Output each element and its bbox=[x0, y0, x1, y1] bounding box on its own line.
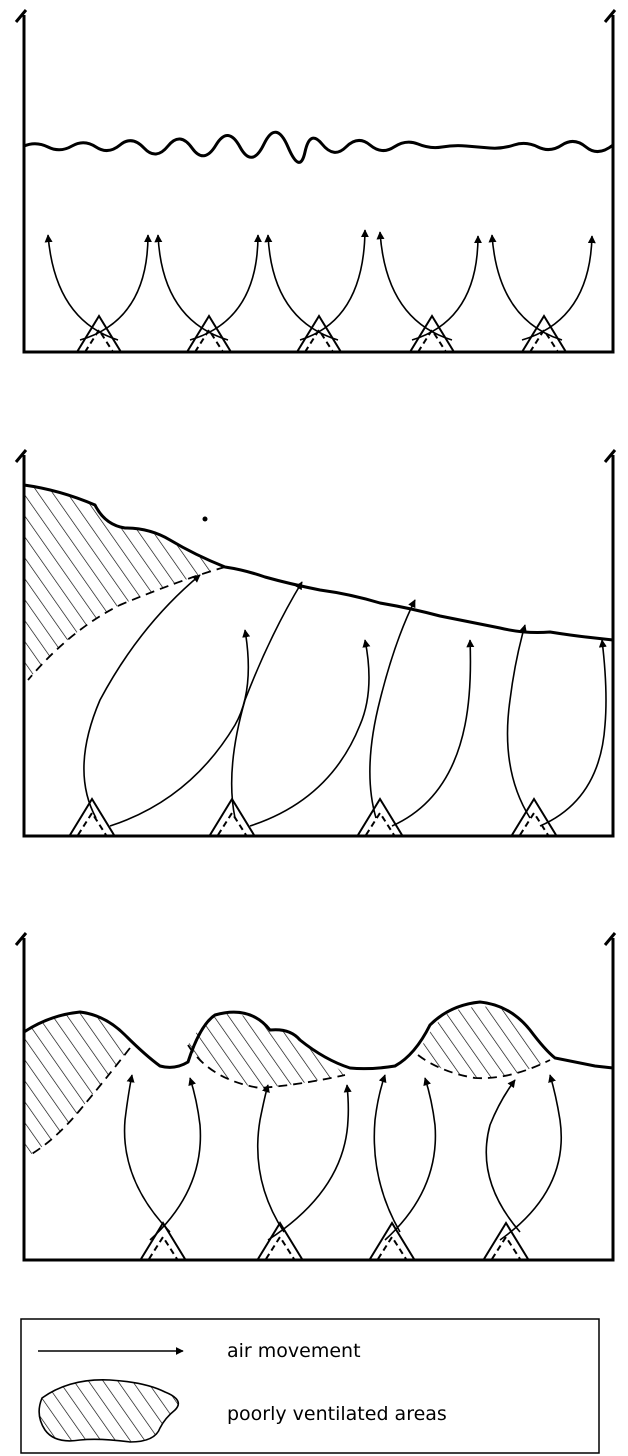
air-arrow bbox=[508, 625, 531, 818]
debris-dot bbox=[203, 517, 208, 522]
air-arrow bbox=[392, 640, 470, 826]
air-arrow bbox=[48, 235, 118, 340]
air-arrow bbox=[500, 1075, 561, 1240]
air-arrow bbox=[540, 640, 606, 826]
air-arrow bbox=[250, 640, 369, 826]
air-ducts bbox=[70, 799, 556, 835]
air-arrow bbox=[258, 1085, 284, 1232]
air-duct bbox=[370, 1223, 414, 1259]
air-duct bbox=[512, 799, 556, 835]
air-arrow bbox=[370, 600, 415, 818]
air-duct bbox=[358, 799, 402, 835]
bin-walls bbox=[24, 938, 613, 1260]
air-ducts bbox=[77, 316, 566, 352]
air-duct bbox=[70, 799, 114, 835]
air-arrow bbox=[385, 1078, 435, 1240]
air-flow-arrows bbox=[48, 230, 592, 340]
air-arrow bbox=[125, 1075, 170, 1232]
air-arrow bbox=[492, 235, 562, 340]
air-arrow bbox=[232, 582, 302, 818]
air-arrow bbox=[374, 1075, 400, 1232]
poorly-ventilated-area bbox=[24, 1012, 130, 1155]
air-duct bbox=[258, 1223, 302, 1259]
air-flow-arrows bbox=[84, 575, 606, 826]
air-arrow bbox=[268, 235, 338, 340]
air-arrow bbox=[158, 235, 228, 340]
poorly-ventilated-area bbox=[24, 485, 225, 680]
panel-even-surface bbox=[16, 10, 615, 352]
grain-surface bbox=[24, 132, 613, 162]
panel-sloped-surface bbox=[16, 450, 615, 836]
air-movement-label: air movement bbox=[227, 1340, 361, 1362]
air-duct bbox=[210, 799, 254, 835]
air-arrow bbox=[150, 1078, 200, 1240]
bin-walls bbox=[24, 455, 613, 836]
air-arrow bbox=[268, 1085, 348, 1240]
air-duct bbox=[141, 1223, 185, 1259]
air-arrow bbox=[486, 1080, 520, 1232]
panel-wavy-surface bbox=[16, 933, 615, 1260]
bin-walls bbox=[24, 15, 613, 352]
air-ducts bbox=[141, 1223, 528, 1259]
poorly-ventilated-label: poorly ventilated areas bbox=[227, 1403, 447, 1425]
air-arrow bbox=[380, 232, 452, 340]
air-duct bbox=[484, 1223, 528, 1259]
air-arrow bbox=[80, 235, 148, 340]
air-arrow bbox=[300, 230, 365, 340]
air-arrow bbox=[110, 630, 248, 826]
poorly-ventilated-symbol bbox=[39, 1380, 178, 1442]
air-flow-arrows bbox=[125, 1075, 562, 1240]
legend: air movement poorly ventilated areas bbox=[21, 1319, 599, 1453]
air-arrow bbox=[190, 235, 258, 340]
